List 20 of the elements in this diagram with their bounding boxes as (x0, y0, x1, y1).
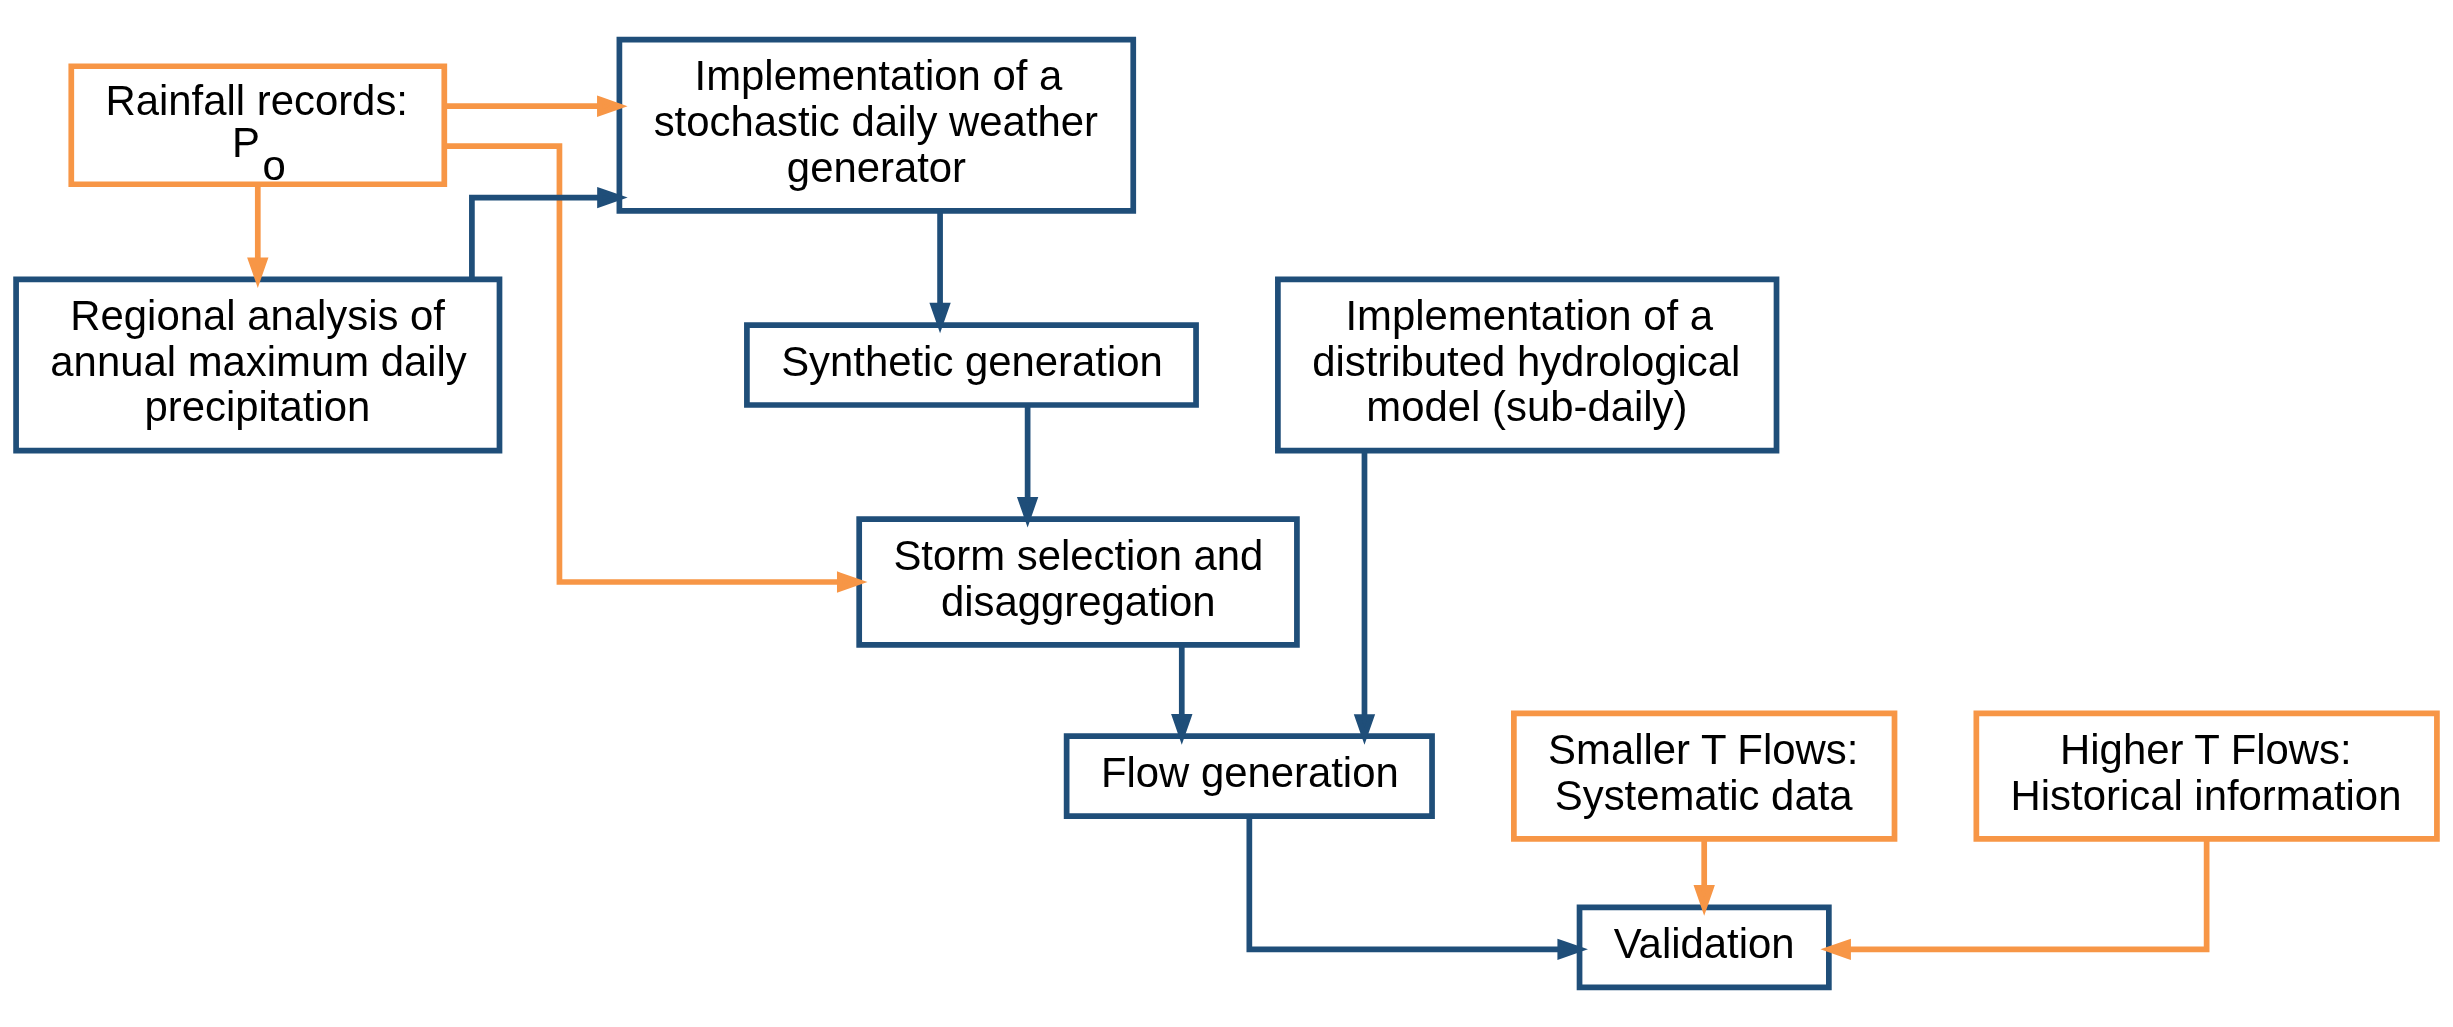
arrow (1353, 450, 1376, 745)
node-box: Implementation of a stochastic daily weather generator (616, 36, 1137, 214)
node-box: Higher T Flows: Historical information (1973, 710, 2440, 842)
node-box: Implementation of a distributed hydrological model (sub-daily) (1275, 276, 1780, 454)
arrow (1246, 816, 1588, 960)
node-box: Synthetic generation (744, 322, 1199, 408)
arrow (929, 211, 951, 334)
arrow (469, 186, 628, 280)
arrow (1171, 645, 1193, 745)
node-box: Smaller T Flows: Systematic data (1511, 710, 1898, 842)
node-box: Storm selection and disaggregation (856, 516, 1300, 648)
arrow (1820, 839, 2210, 960)
arrow (1693, 838, 1715, 916)
arrow (1016, 405, 1039, 528)
arrow (445, 95, 628, 117)
arrow (444, 143, 868, 593)
node-box: Flow generation (1063, 733, 1435, 819)
node-box: Validation (1576, 904, 1832, 991)
arrow (247, 184, 269, 288)
node-box: Regional analysis of annual maximum daily precipitation (13, 276, 503, 454)
